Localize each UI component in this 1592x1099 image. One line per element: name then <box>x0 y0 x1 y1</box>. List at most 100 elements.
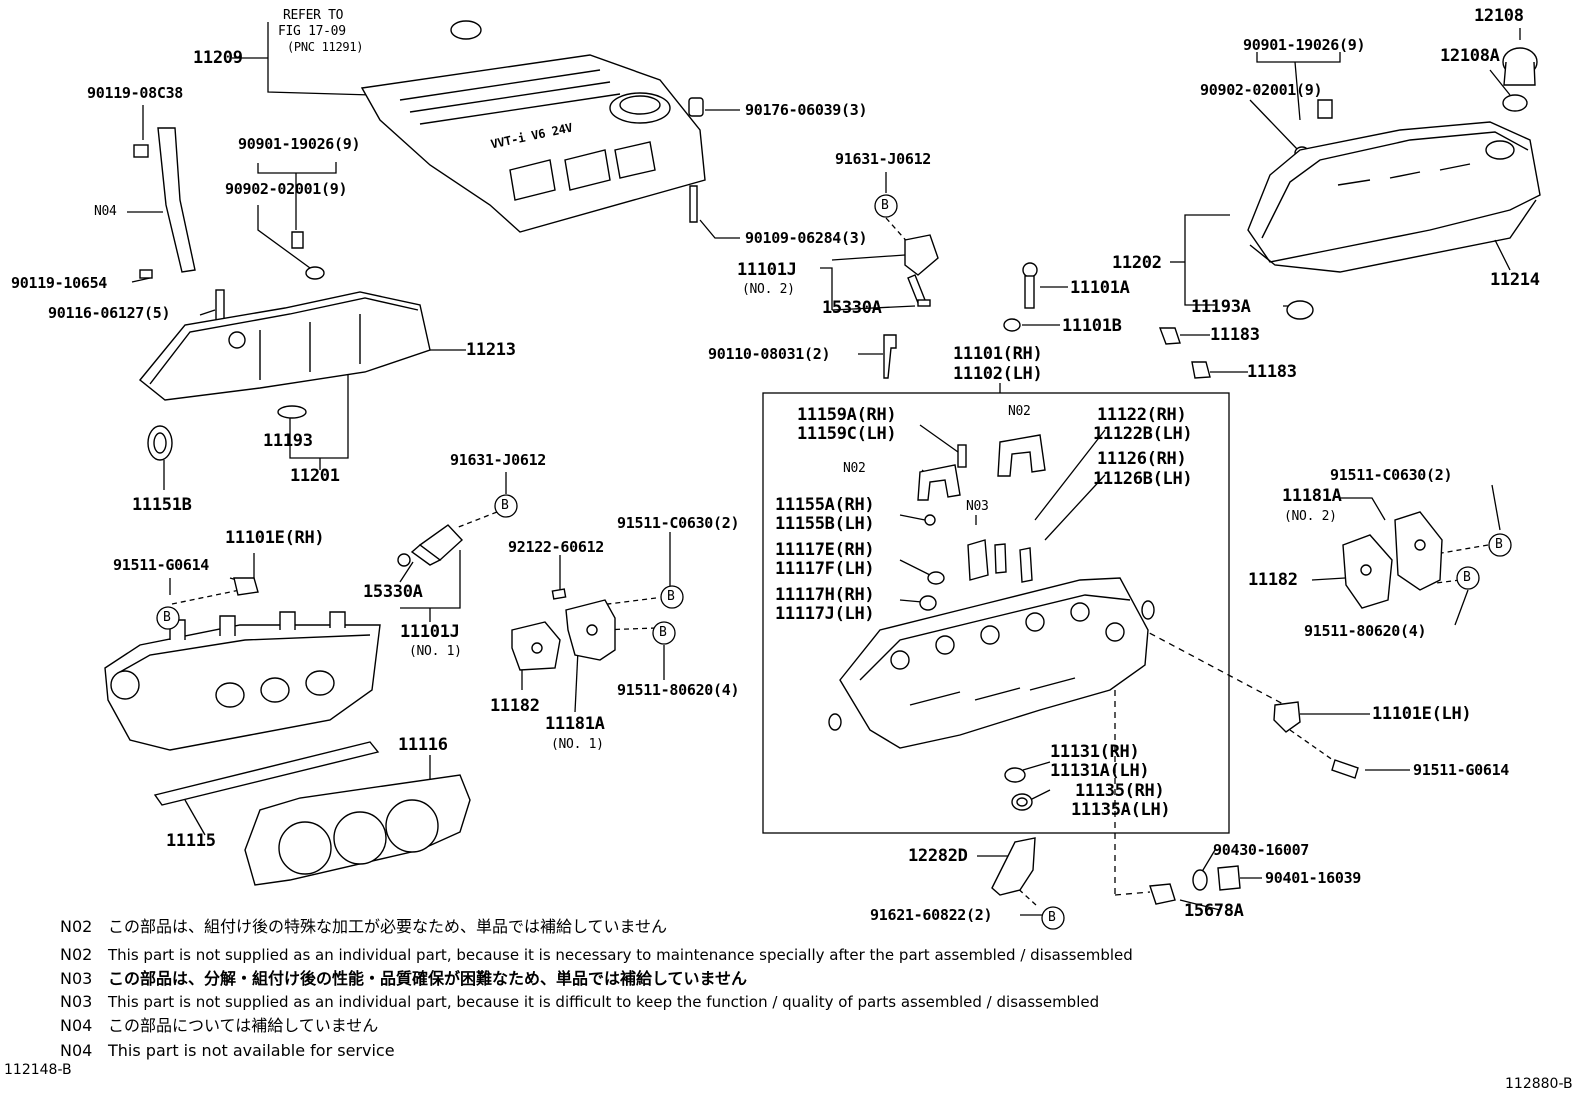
part-11181a-no1[interactable]: 11181A <box>545 714 605 734</box>
part-11182-middle[interactable]: 11182 <box>490 696 540 716</box>
part-11122[interactable]: 11122(RH) <box>1097 405 1187 425</box>
part-11101e-rh[interactable]: 11101E(RH) <box>225 528 325 548</box>
part-11193a[interactable]: 11193A <box>1191 297 1251 317</box>
part-90119-08c38[interactable]: 90119-08C38 <box>87 84 184 102</box>
note-tag: N03 <box>60 969 93 988</box>
part-90116-06127[interactable]: 90116-06127(5) <box>48 304 171 322</box>
part-11122b[interactable]: 11122B(LH) <box>1093 424 1193 444</box>
part-92122-60612[interactable]: 92122-60612 <box>508 538 605 556</box>
figure-id-right: 112880-B <box>1505 1076 1573 1092</box>
label-no2-right: (NO. 2) <box>1284 509 1337 524</box>
note-ref-n03: N03 <box>966 499 989 514</box>
note-tag: N04 <box>60 1041 93 1060</box>
part-11126b[interactable]: 11126B(LH) <box>1093 469 1193 489</box>
part-11214[interactable]: 11214 <box>1490 270 1540 290</box>
part-11102-lh[interactable]: 11102(LH) <box>953 364 1043 384</box>
part-11101j-no2[interactable]: 11101J <box>737 260 797 280</box>
part-11135[interactable]: 11135(RH) <box>1075 781 1165 801</box>
part-11117f[interactable]: 11117F(LH) <box>775 559 875 579</box>
note-text: この部品は、分解・組付け後の性能・品質確保が困難なため、単品では補給していません <box>108 969 748 988</box>
part-15330a-middle[interactable]: 15330A <box>363 582 423 602</box>
part-12108[interactable]: 12108 <box>1474 6 1524 26</box>
part-11117e[interactable]: 11117E(RH) <box>775 540 875 560</box>
part-11201[interactable]: 11201 <box>290 466 340 486</box>
note-row: N03 この部品は、分解・組付け後の性能・品質確保が困難なため、単品では補給してい… <box>60 971 747 987</box>
part-90902-02001-right[interactable]: 90902-02001(9) <box>1200 81 1323 99</box>
part-90176-06039[interactable]: 90176-06039(3) <box>745 101 868 119</box>
part-11101e-lh[interactable]: 11101E(LH) <box>1372 704 1472 724</box>
part-11159a[interactable]: 11159A(RH) <box>797 405 897 425</box>
part-90401-16039[interactable]: 90401-16039 <box>1265 869 1362 887</box>
part-91631-j0612-middle[interactable]: 91631-J0612 <box>450 451 547 469</box>
label-no2-top: (NO. 2) <box>742 282 795 297</box>
note-ref-n02-lower: N02 <box>843 461 866 476</box>
part-91511-80620-right[interactable]: 91511-80620(4) <box>1304 622 1427 640</box>
part-11115[interactable]: 11115 <box>166 831 216 851</box>
part-11155b[interactable]: 11155B(LH) <box>775 514 875 534</box>
part-11213[interactable]: 11213 <box>466 340 516 360</box>
part-11159c[interactable]: 11159C(LH) <box>797 424 897 444</box>
part-11101a[interactable]: 11101A <box>1070 278 1130 298</box>
part-11155a[interactable]: 11155A(RH) <box>775 495 875 515</box>
part-11131a[interactable]: 11131A(LH) <box>1050 761 1150 781</box>
fig-reference: FIG 17-09 <box>278 24 346 39</box>
refer-to-label: REFER TO <box>283 8 344 23</box>
part-12108a[interactable]: 12108A <box>1440 46 1500 66</box>
part-91511-g0614-right[interactable]: 91511-G0614 <box>1413 761 1510 779</box>
part-15330a-top[interactable]: 15330A <box>822 298 882 318</box>
b-marker: B <box>1495 537 1503 552</box>
part-91631-j0612-top[interactable]: 91631-J0612 <box>835 150 932 168</box>
part-91621-60822[interactable]: 91621-60822(2) <box>870 906 993 924</box>
pnc-reference: (PNC 11291) <box>287 40 364 54</box>
part-90901-19026-left[interactable]: 90901-19026(9) <box>238 135 361 153</box>
part-11209[interactable]: 11209 <box>193 48 243 68</box>
b-marker: B <box>1463 570 1471 585</box>
label-no1-middle: (NO. 1) <box>409 644 462 659</box>
part-12282d[interactable]: 12282D <box>908 846 968 866</box>
part-90119-10654[interactable]: 90119-10654 <box>11 274 108 292</box>
b-marker: B <box>667 589 675 604</box>
note-text: この部品については補給していません <box>108 1016 379 1035</box>
part-11183-upper[interactable]: 11183 <box>1210 325 1260 345</box>
part-90109-06284[interactable]: 90109-06284(3) <box>745 229 868 247</box>
part-90430-16007[interactable]: 90430-16007 <box>1213 841 1310 859</box>
part-91511-c0630-right[interactable]: 91511-C0630(2) <box>1330 466 1453 484</box>
part-11131[interactable]: 11131(RH) <box>1050 742 1140 762</box>
b-marker: B <box>163 610 171 625</box>
note-tag: N02 <box>60 917 93 936</box>
part-11193[interactable]: 11193 <box>263 431 313 451</box>
part-11117h[interactable]: 11117H(RH) <box>775 585 875 605</box>
part-11151b[interactable]: 11151B <box>132 495 192 515</box>
part-11101b[interactable]: 11101B <box>1062 316 1122 336</box>
note-ref-n04: N04 <box>94 204 117 219</box>
part-11101j-no1[interactable]: 11101J <box>400 622 460 642</box>
label-no1-bracket: (NO. 1) <box>551 737 604 752</box>
note-text: This part is not supplied as an individu… <box>108 946 1133 964</box>
b-marker: B <box>1048 910 1056 925</box>
part-90110-08031[interactable]: 90110-08031(2) <box>708 345 831 363</box>
part-11181a-no2[interactable]: 11181A <box>1282 486 1342 506</box>
part-11183-lower[interactable]: 11183 <box>1247 362 1297 382</box>
part-11135a[interactable]: 11135A(LH) <box>1071 800 1171 820</box>
part-11101-rh[interactable]: 11101(RH) <box>953 344 1043 364</box>
note-tag: N03 <box>60 992 93 1011</box>
b-marker: B <box>881 198 889 213</box>
part-90902-02001-left[interactable]: 90902-02001(9) <box>225 180 348 198</box>
part-11126[interactable]: 11126(RH) <box>1097 449 1187 469</box>
part-91511-80620-middle[interactable]: 91511-80620(4) <box>617 681 740 699</box>
part-90901-19026-right[interactable]: 90901-19026(9) <box>1243 36 1366 54</box>
part-91511-c0630-middle[interactable]: 91511-C0630(2) <box>617 514 740 532</box>
part-91511-g0614-left[interactable]: 91511-G0614 <box>113 556 210 574</box>
part-11116[interactable]: 11116 <box>398 735 448 755</box>
part-11202[interactable]: 11202 <box>1112 253 1162 273</box>
b-marker: B <box>659 625 667 640</box>
part-15678a[interactable]: 15678A <box>1184 901 1244 921</box>
part-11117j[interactable]: 11117J(LH) <box>775 604 875 624</box>
part-11182-right[interactable]: 11182 <box>1248 570 1298 590</box>
